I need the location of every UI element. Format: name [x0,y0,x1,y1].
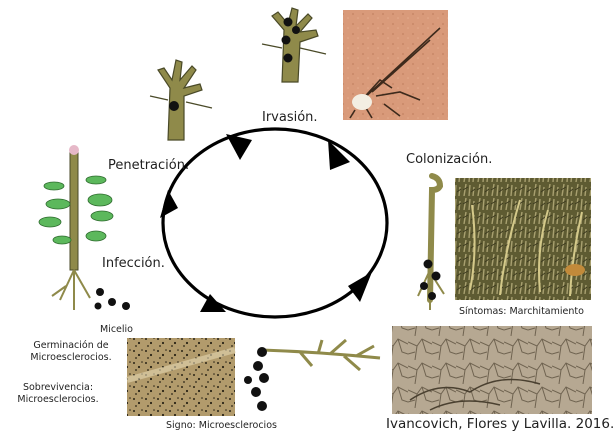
cracked-soil-photo [392,326,592,414]
survival-line2: Microesclerocios. [17,394,99,405]
cycle-ring [161,127,389,319]
cycle-arrow-icon [160,134,372,312]
roots-soil-photo [343,10,448,120]
stage-penetration-label: Penetración. [108,158,190,173]
survival-line1: Sobrevivencia: [22,382,94,393]
root-tip-icon [149,7,327,141]
wilting-field-photo [455,178,591,300]
stage-invasion-label: Irvasión. [262,110,318,125]
credit-text: Ivancovich, Flores y Lavilla. 2016. [386,416,614,432]
healthy-plant-icon [38,145,130,310]
sclerotia-dot-icon [169,17,300,111]
infected-root-icon [244,338,381,411]
germination-line2: Microesclerocios. [30,352,112,363]
mycelium-label: Micelio [100,324,133,335]
stage-colonization-label: Colonización. [406,152,493,167]
sign-caption: Signo: Microesclerocios [166,420,277,431]
microsclerotia-stem-photo [126,338,236,416]
stage-infection-label: Infección. [102,256,165,271]
disease-cycle-diagram [38,7,592,416]
symptoms-caption: Síntomas: Marchitamiento [459,306,584,317]
wilted-plant-icon [417,173,445,310]
germination-label: Germinación de Microesclerocios. [16,340,126,364]
germination-line1: Germinación de [33,340,109,351]
survival-label: Sobrevivencia: Microesclerocios. [8,382,108,406]
